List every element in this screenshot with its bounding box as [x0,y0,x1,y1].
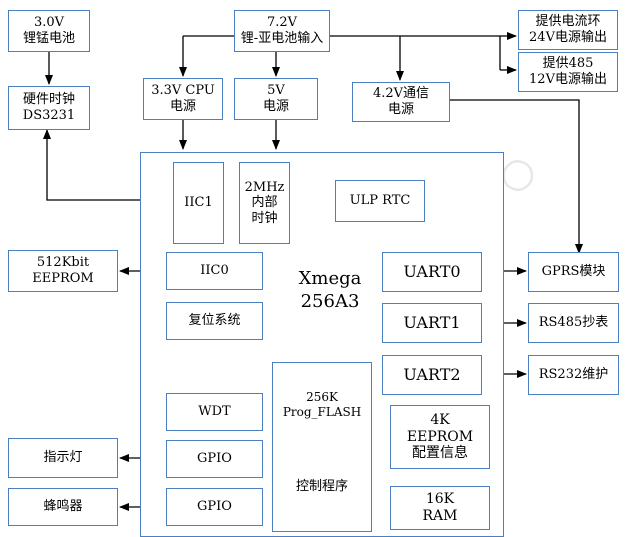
indicator-light-box: 指示灯 [8,438,118,478]
eeprom-4k-box: 4K EEPROM 配置信息 [390,405,490,469]
ram-16k-box: 16K RAM [390,486,490,530]
power-5v-box: 5V 电源 [234,78,318,120]
gprs-module-box: GPRS模块 [528,252,619,292]
arrow-comm-power-to-gprs [450,99,583,254]
rs485-meter-box: RS485抄表 [528,303,619,343]
cpu-power-box: 3.3V CPU 电源 [143,78,223,120]
uart0-box: UART0 [382,252,482,292]
gpio-led-box: GPIO [166,440,263,478]
rs232-maint-box: RS232维护 [528,355,619,395]
uart2-box: UART2 [382,355,482,395]
gpio-buzzer-box: GPIO [166,488,263,526]
iic1-box: IIC1 [173,162,224,244]
rs485-12v-box: 提供485 12V电源输出 [518,52,618,92]
battery-3v-box: 3.0V 锂锰电池 [8,10,90,52]
prog-flash-label: 256K Prog_FLASH [282,390,362,419]
uart1-box: UART1 [382,303,482,343]
ulp-rtc-box: ULP RTC [335,180,425,222]
iic0-box: IIC0 [166,252,263,290]
prog-flash-box [272,362,372,532]
comm-power-box: 4.2V通信 电源 [352,82,450,122]
mcu-label: Xmega 256A3 [298,268,362,312]
control-program-label: 控制程序 [295,479,348,494]
current-loop-24v-box: 提供电流环 24V电源输出 [518,10,618,50]
buzzer-box: 蜂鸣器 [8,488,118,526]
reset-system-box: 复位系统 [166,302,263,340]
li-battery-input-box: 7.2V 锂-亚电池输入 [234,10,330,52]
hw-clock-box: 硬件时钟 DS3231 [8,86,90,130]
wdt-box: WDT [166,393,263,431]
arrow-clock-iic1 [43,129,172,204]
eeprom-512k-box: 512Kbit EEPROM [8,250,118,292]
internal-clock-box: 2MHz 内部 时钟 [239,162,290,244]
